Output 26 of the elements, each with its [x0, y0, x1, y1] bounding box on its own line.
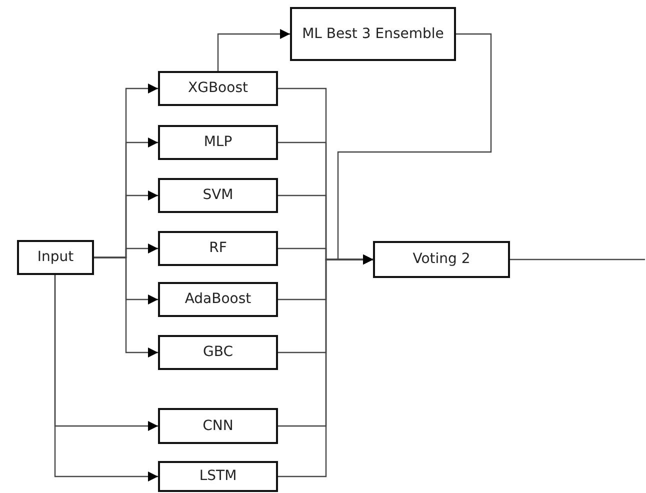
box-label: MLP: [204, 134, 232, 151]
connector-arrow: [217, 29, 290, 71]
process-box: [158, 408, 278, 444]
box-label: ML Best 3 Ensemble: [302, 26, 444, 42]
process-box: [158, 461, 278, 492]
box-label: LSTM: [199, 468, 237, 485]
box-label: SVM: [202, 187, 234, 204]
box-label: XGBoost: [188, 80, 248, 97]
box-label: RF: [209, 240, 227, 257]
process-box: [158, 231, 278, 266]
box-label: GBC: [203, 344, 233, 361]
process-box: [158, 335, 278, 370]
process-box: [158, 125, 278, 160]
process-box: [158, 178, 278, 213]
box-label: Voting 2: [412, 251, 470, 268]
connector-arrow: [54, 275, 158, 482]
process-box: [158, 282, 278, 317]
process-box: [290, 7, 456, 61]
process-box: [158, 71, 278, 106]
process-box: [17, 240, 94, 275]
connector-arrow: [94, 256, 158, 358]
box-label: Input: [37, 249, 74, 266]
connector-arrow: [337, 33, 492, 264]
process-box: [373, 241, 510, 278]
box-label: CNN: [202, 418, 234, 434]
box-label: AdaBoost: [184, 291, 252, 308]
